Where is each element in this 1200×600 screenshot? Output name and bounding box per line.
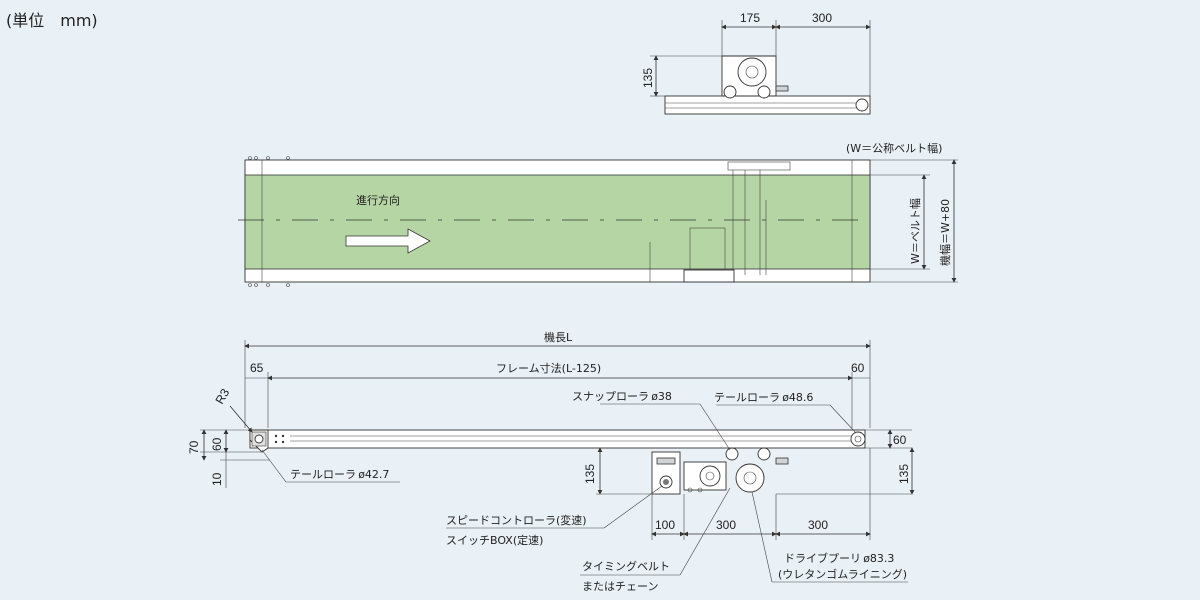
belt-surface — [244, 174, 871, 270]
dim-70: 70 — [187, 440, 201, 454]
front-frame — [249, 429, 866, 449]
switch-box-label: スイッチBOX(定速) — [446, 533, 543, 547]
snap-roller — [725, 447, 739, 461]
frame-dim-label: フレーム寸法(L-125) — [496, 361, 601, 375]
speed-controller-label: スピードコントローラ(変速) — [446, 513, 587, 527]
snap-roller-label: スナップローラ ø38 — [572, 390, 672, 403]
dim-135-left: 135 — [583, 464, 597, 484]
unit-label: (単位 mm) — [6, 11, 98, 30]
side-tail-roller — [855, 98, 869, 112]
radius-label: R3 — [212, 386, 232, 407]
machine-width-label: 機幅＝W+80 — [938, 199, 952, 266]
dim-left: 65 — [250, 361, 264, 375]
timing-belt-label: タイミングベルト — [582, 559, 670, 573]
direction-label: 進行方向 — [356, 193, 400, 207]
side-view: 175 300 135 — [641, 11, 871, 115]
side-dim-height: 135 — [641, 68, 655, 88]
top-view: 進行方向 W＝ベルト幅 機幅＝W+80 (W＝公称ベルト幅) — [238, 141, 958, 287]
tail-roller-left-label: テールローラ ø42.7 — [290, 468, 389, 481]
side-dim-width: 175 — [740, 11, 760, 25]
front-view: 機長L フレーム寸法(L-125) 65 60 — [187, 330, 915, 593]
dim-right: 60 — [851, 361, 865, 375]
left-tail-roller — [254, 434, 264, 444]
dim-60-right: 60 — [893, 433, 907, 447]
tail-roller-right-label: テールローラ ø48.6 — [714, 391, 813, 404]
urethane-label: (ウレタンゴムライニング) — [778, 567, 907, 581]
direction-arrow-icon — [345, 228, 431, 254]
dim-135-right: 135 — [897, 464, 911, 484]
side-dim-offset: 300 — [812, 11, 832, 25]
dim-300-b: 300 — [808, 518, 828, 532]
belt-width-label: W＝ベルト幅 — [909, 198, 922, 264]
nominal-note: (W＝公称ベルト幅) — [846, 141, 942, 155]
dim-100: 100 — [655, 518, 675, 532]
machine-length-label: 機長L — [544, 330, 573, 344]
dim-10: 10 — [210, 472, 224, 486]
side-frame — [664, 95, 871, 115]
or-chain-label: またはチェーン — [582, 580, 658, 593]
dim-300-a: 300 — [716, 518, 736, 532]
dim-60-left: 60 — [210, 437, 224, 451]
drive-pulley-label: ドライブプーリ ø83.3 — [784, 551, 894, 565]
right-tail-roller — [850, 431, 866, 447]
drive-pulley — [735, 463, 765, 493]
